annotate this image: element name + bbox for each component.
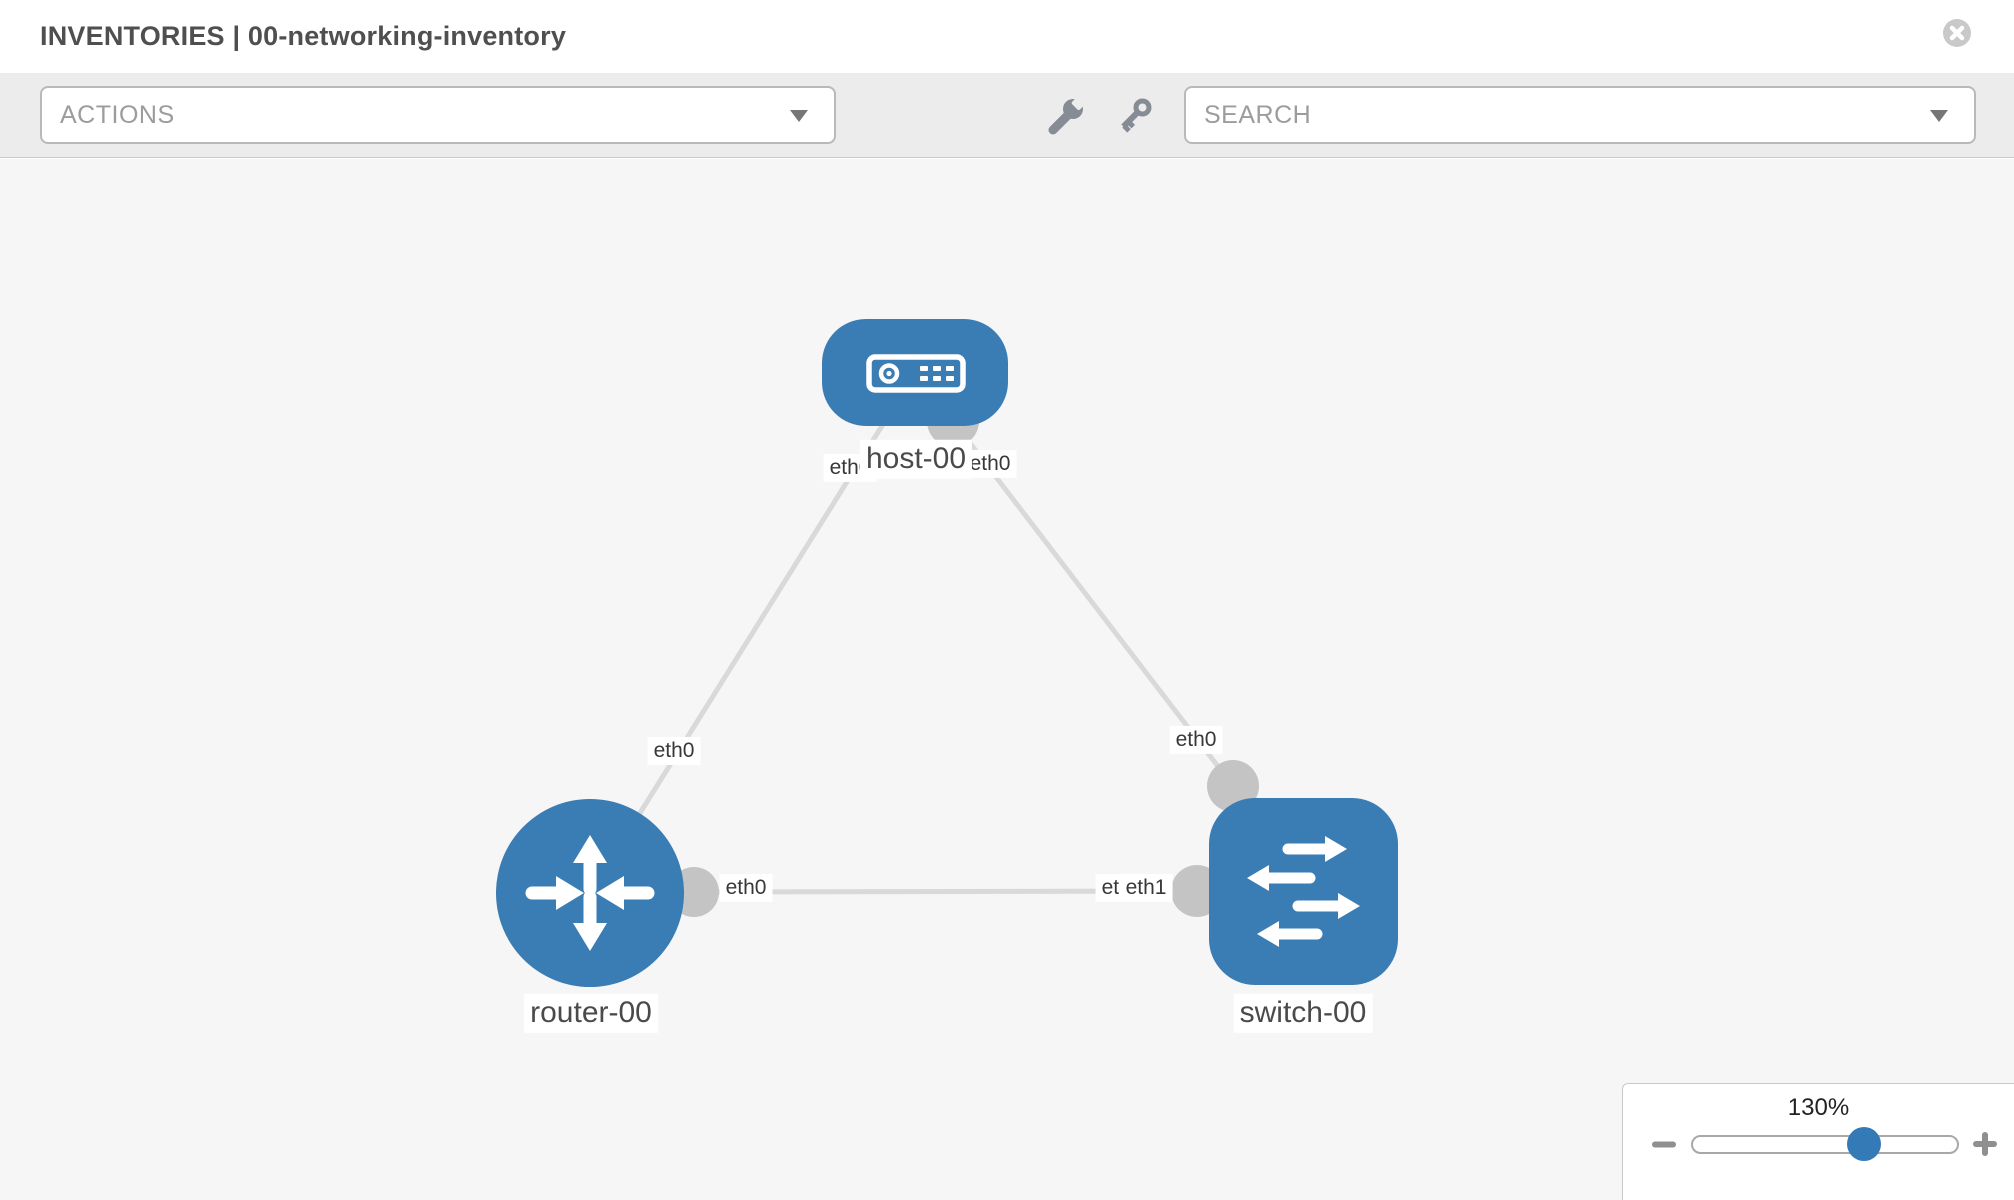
actions-dropdown[interactable]: ACTIONS — [40, 86, 836, 144]
zoom-level: 130% — [1787, 1094, 1850, 1121]
topology-canvas[interactable]: eth0 eth0 eth0 eth0 eth0 eth0 eth1 host-… — [0, 159, 2014, 1200]
interface-label: eth0 — [1169, 725, 1223, 755]
interface-label: eth0 — [963, 449, 1017, 479]
node-host-00[interactable] — [822, 319, 1008, 426]
chevron-down-icon — [790, 110, 808, 122]
page-title: INVENTORIES | 00-networking-inventory — [40, 21, 567, 51]
zoom-slider[interactable] — [1691, 1135, 1959, 1154]
node-label-router: router-00 — [524, 993, 658, 1033]
node-label-host: host-00 — [859, 439, 973, 479]
topology-graph — [496, 319, 1398, 987]
node-router-00[interactable] — [496, 799, 684, 987]
node-label-switch: switch-00 — [1233, 993, 1373, 1033]
search-dropdown[interactable]: SEARCH — [1184, 86, 1976, 144]
interface-label: eth1 — [1119, 873, 1173, 903]
interface-label: eth0 — [719, 873, 773, 903]
host-icon — [866, 354, 966, 393]
zoom-out-icon[interactable] — [1649, 1134, 1679, 1154]
interface-label: eth0 — [647, 736, 701, 766]
header: INVENTORIES | 00-networking-inventory — [0, 0, 2014, 73]
chevron-down-icon — [1930, 110, 1948, 122]
zoom-in-icon[interactable] — [1970, 1129, 2000, 1159]
close-icon[interactable] — [1942, 18, 1972, 48]
key-icon[interactable] — [1114, 96, 1154, 136]
wrench-icon[interactable] — [1046, 96, 1086, 136]
router-icon — [525, 835, 655, 951]
search-dropdown-placeholder: SEARCH — [1204, 101, 1312, 129]
link-host-switch[interactable] — [951, 419, 1235, 788]
actions-dropdown-label: ACTIONS — [60, 101, 175, 129]
zoom-slider-handle[interactable] — [1847, 1127, 1881, 1161]
toolbar: ACTIONS SEARCH — [0, 73, 2014, 158]
node-switch-00[interactable] — [1209, 798, 1398, 985]
switch-icon — [1247, 836, 1360, 947]
zoom-control-panel: 130% — [1622, 1083, 2014, 1200]
